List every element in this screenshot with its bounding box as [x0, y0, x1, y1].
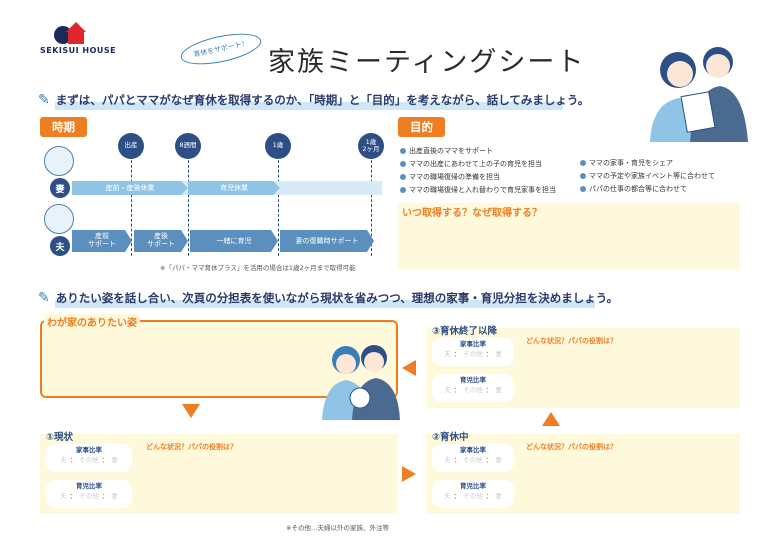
brand-name: SEKISUI HOUSE	[40, 46, 117, 55]
husband-bar-together: 一緒に育児	[190, 230, 278, 252]
after-question: どんな状況？パパの役割は？	[526, 337, 617, 345]
purpose-item: ママの家事・育児をシェア	[580, 158, 715, 168]
current-heading: ①現状	[46, 432, 74, 443]
current-question: どんな状況？パパの役割は？	[146, 443, 237, 451]
intro-instruction-2: ✎ ありたい姿を話し合い、次頁の分担表を使いながら現状を省みつつ、理想の家事・育…	[38, 290, 619, 306]
purpose-tag: 目的	[398, 117, 445, 137]
current-housework-ratio[interactable]: 家事比率 夫：その他：妻	[46, 444, 132, 472]
purpose-list-right: ママの家事・育児をシェア ママの予定や家族イベント等に合わせて パパの仕事の都合…	[580, 158, 715, 194]
milestone-1year2months: 1歳 2ヶ月	[358, 133, 384, 159]
purpose-item: ママの職場復帰と入れ替わりで育児家事を担当	[400, 185, 556, 195]
husband-icon	[44, 204, 74, 234]
arrow-left-icon	[402, 360, 416, 376]
family-illustration	[322, 345, 400, 420]
during-question: どんな状況？パパの役割は？	[526, 443, 617, 451]
milestone-8weeks: 8週間	[175, 133, 201, 159]
intro-instruction-1: ✎ まずは、パパとママがなぜ育休を取得するのか、「時期」と「目的」を考えながら、…	[38, 92, 590, 108]
arrow-right-icon	[402, 466, 416, 482]
current-childcare-ratio[interactable]: 育児比率 夫：その他：妻	[46, 480, 132, 508]
arrow-up-icon	[542, 412, 560, 426]
during-childcare-ratio[interactable]: 育児比率 夫：その他：妻	[432, 480, 514, 508]
after-housework-ratio[interactable]: 家事比率 夫：その他：妻	[432, 338, 514, 366]
couple-illustration	[650, 47, 748, 142]
timing-note: ※「パパ・ママ育休プラス」を活用の場合は1歳2ヶ月まで取得可能	[160, 264, 356, 272]
purpose-item: ママの予定や家族イベント等に合わせて	[580, 171, 715, 181]
purpose-answer-box[interactable]	[398, 203, 740, 269]
page-title: 家族ミーティングシート	[268, 47, 586, 78]
purpose-question: いつ取得する？なぜ取得する？	[402, 208, 542, 219]
speech-bubble: 育休をサポート！	[178, 27, 264, 71]
wife-icon	[44, 146, 74, 176]
wife-badge: 妻	[50, 178, 70, 198]
purpose-item: ママの職場復帰の準備を担当	[400, 172, 556, 182]
ideal-label: わが家のありたい姿	[44, 314, 140, 329]
house-logo-icon	[54, 22, 94, 44]
brand-logo: SEKISUI HOUSE	[40, 22, 117, 55]
after-heading: ③育休終了以降	[432, 326, 498, 337]
wife-bar-maternity: 産前・産後休業	[72, 181, 188, 195]
purpose-item: パパの仕事の都合等に合わせて	[580, 184, 715, 194]
pencil-icon: ✎	[38, 92, 50, 108]
milestone-birth: 出産	[118, 133, 144, 159]
husband-bar-return: 妻の復職時サポート	[280, 230, 374, 252]
husband-badge: 夫	[50, 236, 70, 256]
husband-bar-prenatal: 産前 サポート	[72, 230, 132, 252]
during-housework-ratio[interactable]: 家事比率 夫：その他：妻	[432, 444, 514, 472]
footnote: ※その他…夫婦以外の家族、外注等	[286, 524, 389, 532]
purpose-item: 出産直後のママをサポート	[400, 146, 556, 156]
purpose-item: ママの出産にあわせて上の子の育児を担当	[400, 159, 556, 169]
purpose-list-left: 出産直後のママをサポート ママの出産にあわせて上の子の育児を担当 ママの職場復帰…	[400, 146, 556, 195]
during-heading: ②育休中	[432, 432, 469, 443]
after-childcare-ratio[interactable]: 育児比率 夫：その他：妻	[432, 374, 514, 402]
wife-bar-childcare: 育児休業	[188, 181, 280, 195]
milestone-1year: 1歳	[265, 133, 291, 159]
timing-tag: 時期	[40, 117, 87, 137]
arrow-down-icon	[182, 404, 200, 418]
pencil-icon: ✎	[38, 290, 50, 306]
husband-bar-postnatal: 産後 サポート	[134, 230, 188, 252]
